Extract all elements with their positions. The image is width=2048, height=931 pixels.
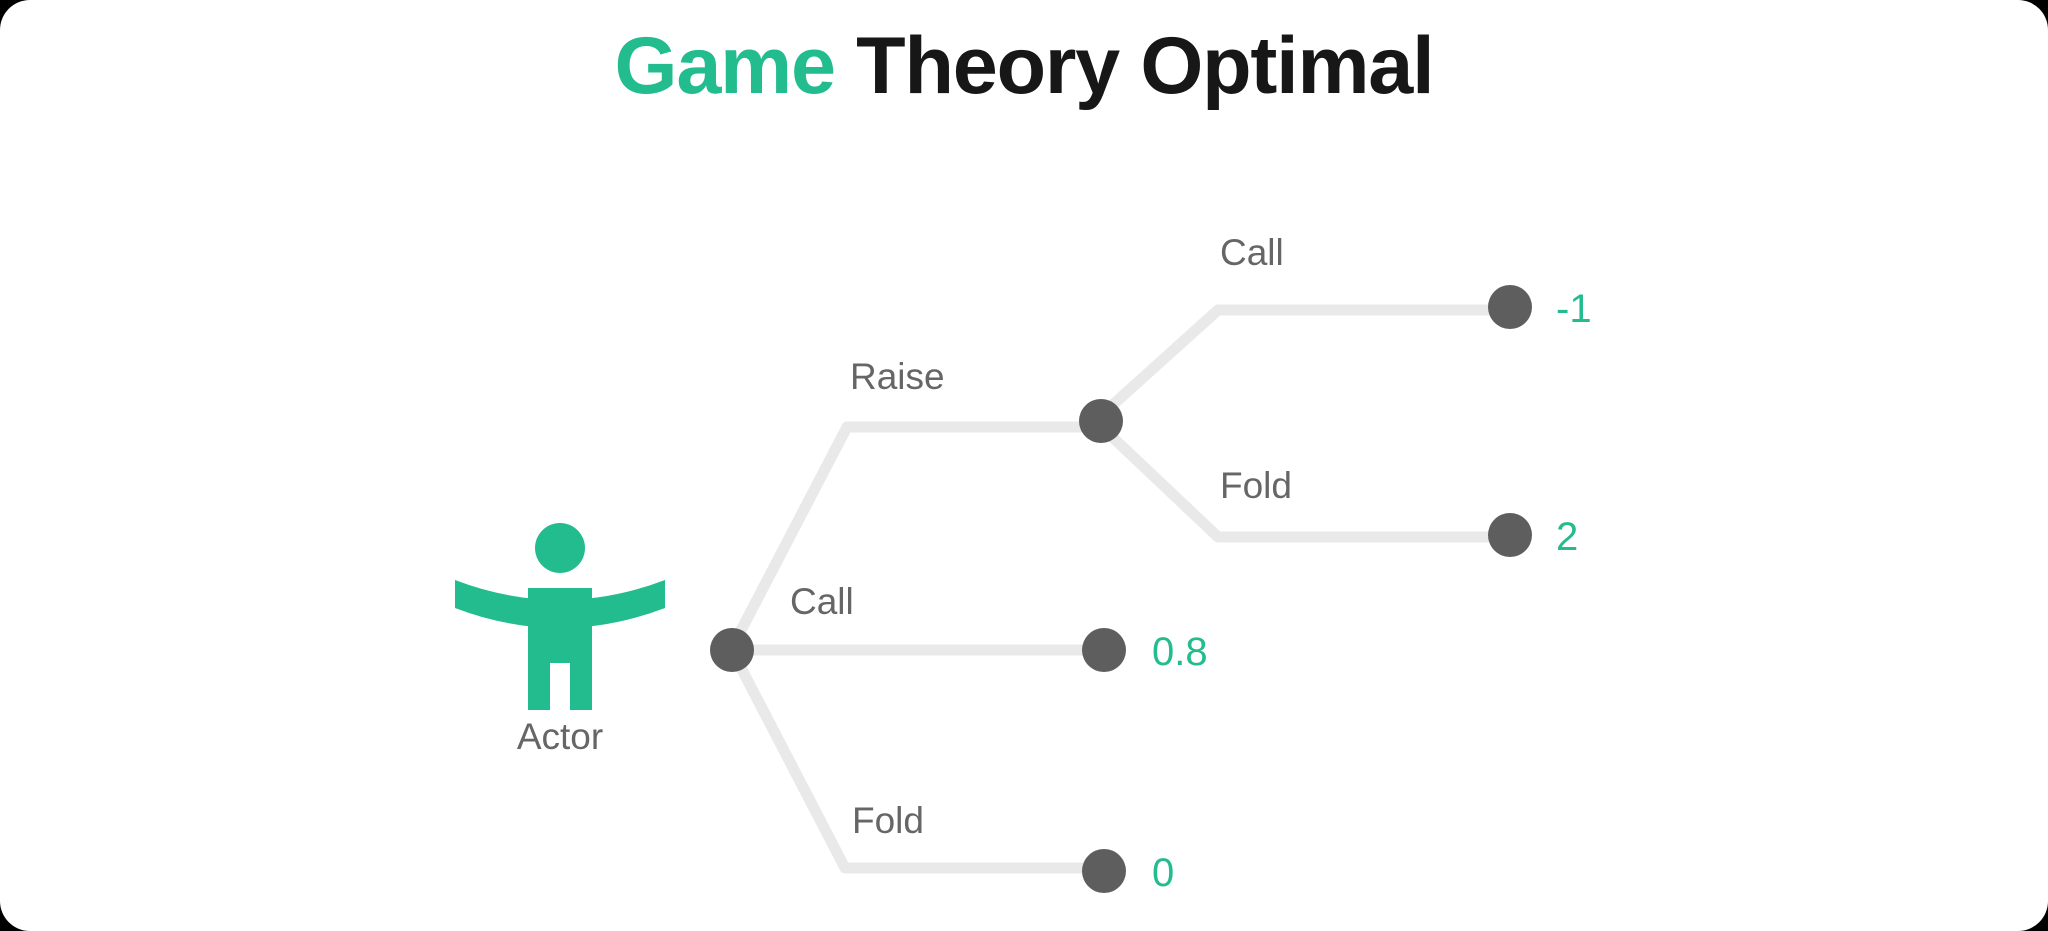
- edge-raise-fold: [1102, 427, 1506, 543]
- edge-label-call: Call: [790, 581, 854, 622]
- node-terminal-raise-call[interactable]: [1488, 285, 1532, 329]
- payoff-call: 0.8: [1152, 630, 1208, 674]
- title-accent-word: Game: [614, 21, 837, 111]
- payoff-raise-call: -1: [1556, 287, 1592, 331]
- title-rest-words: Theory Optimal: [834, 21, 1435, 111]
- node-terminal-fold[interactable]: [1082, 849, 1126, 893]
- edge-label-raise-call: Call: [1220, 232, 1284, 273]
- actor-group: Actor: [450, 520, 670, 780]
- actor-head: [535, 523, 585, 573]
- tree-edges: [730, 304, 1506, 874]
- edge-root-raise: [730, 421, 1096, 646]
- edge-label-raise-fold: Fold: [1220, 465, 1292, 506]
- actor-leg-right: [570, 660, 592, 710]
- edge-label-fold: Fold: [852, 800, 924, 841]
- actor-torso: [528, 588, 592, 663]
- payoff-fold: 0: [1152, 851, 1175, 895]
- edge-root-fold: [732, 656, 1100, 874]
- node-root[interactable]: [710, 628, 754, 672]
- node-terminal-call[interactable]: [1082, 628, 1126, 672]
- actor-label: Actor: [516, 716, 604, 757]
- page-title: Game Theory Optimal: [0, 26, 2048, 107]
- person-figure-icon: [455, 523, 665, 710]
- payoff-raise-fold: 2: [1556, 515, 1579, 559]
- node-raise[interactable]: [1079, 399, 1123, 443]
- node-terminal-raise-fold[interactable]: [1488, 513, 1532, 557]
- edge-raise-call: [1101, 304, 1506, 416]
- tree-nodes: [710, 285, 1532, 893]
- edge-label-raise: Raise: [850, 356, 945, 397]
- actor-leg-left: [528, 660, 550, 710]
